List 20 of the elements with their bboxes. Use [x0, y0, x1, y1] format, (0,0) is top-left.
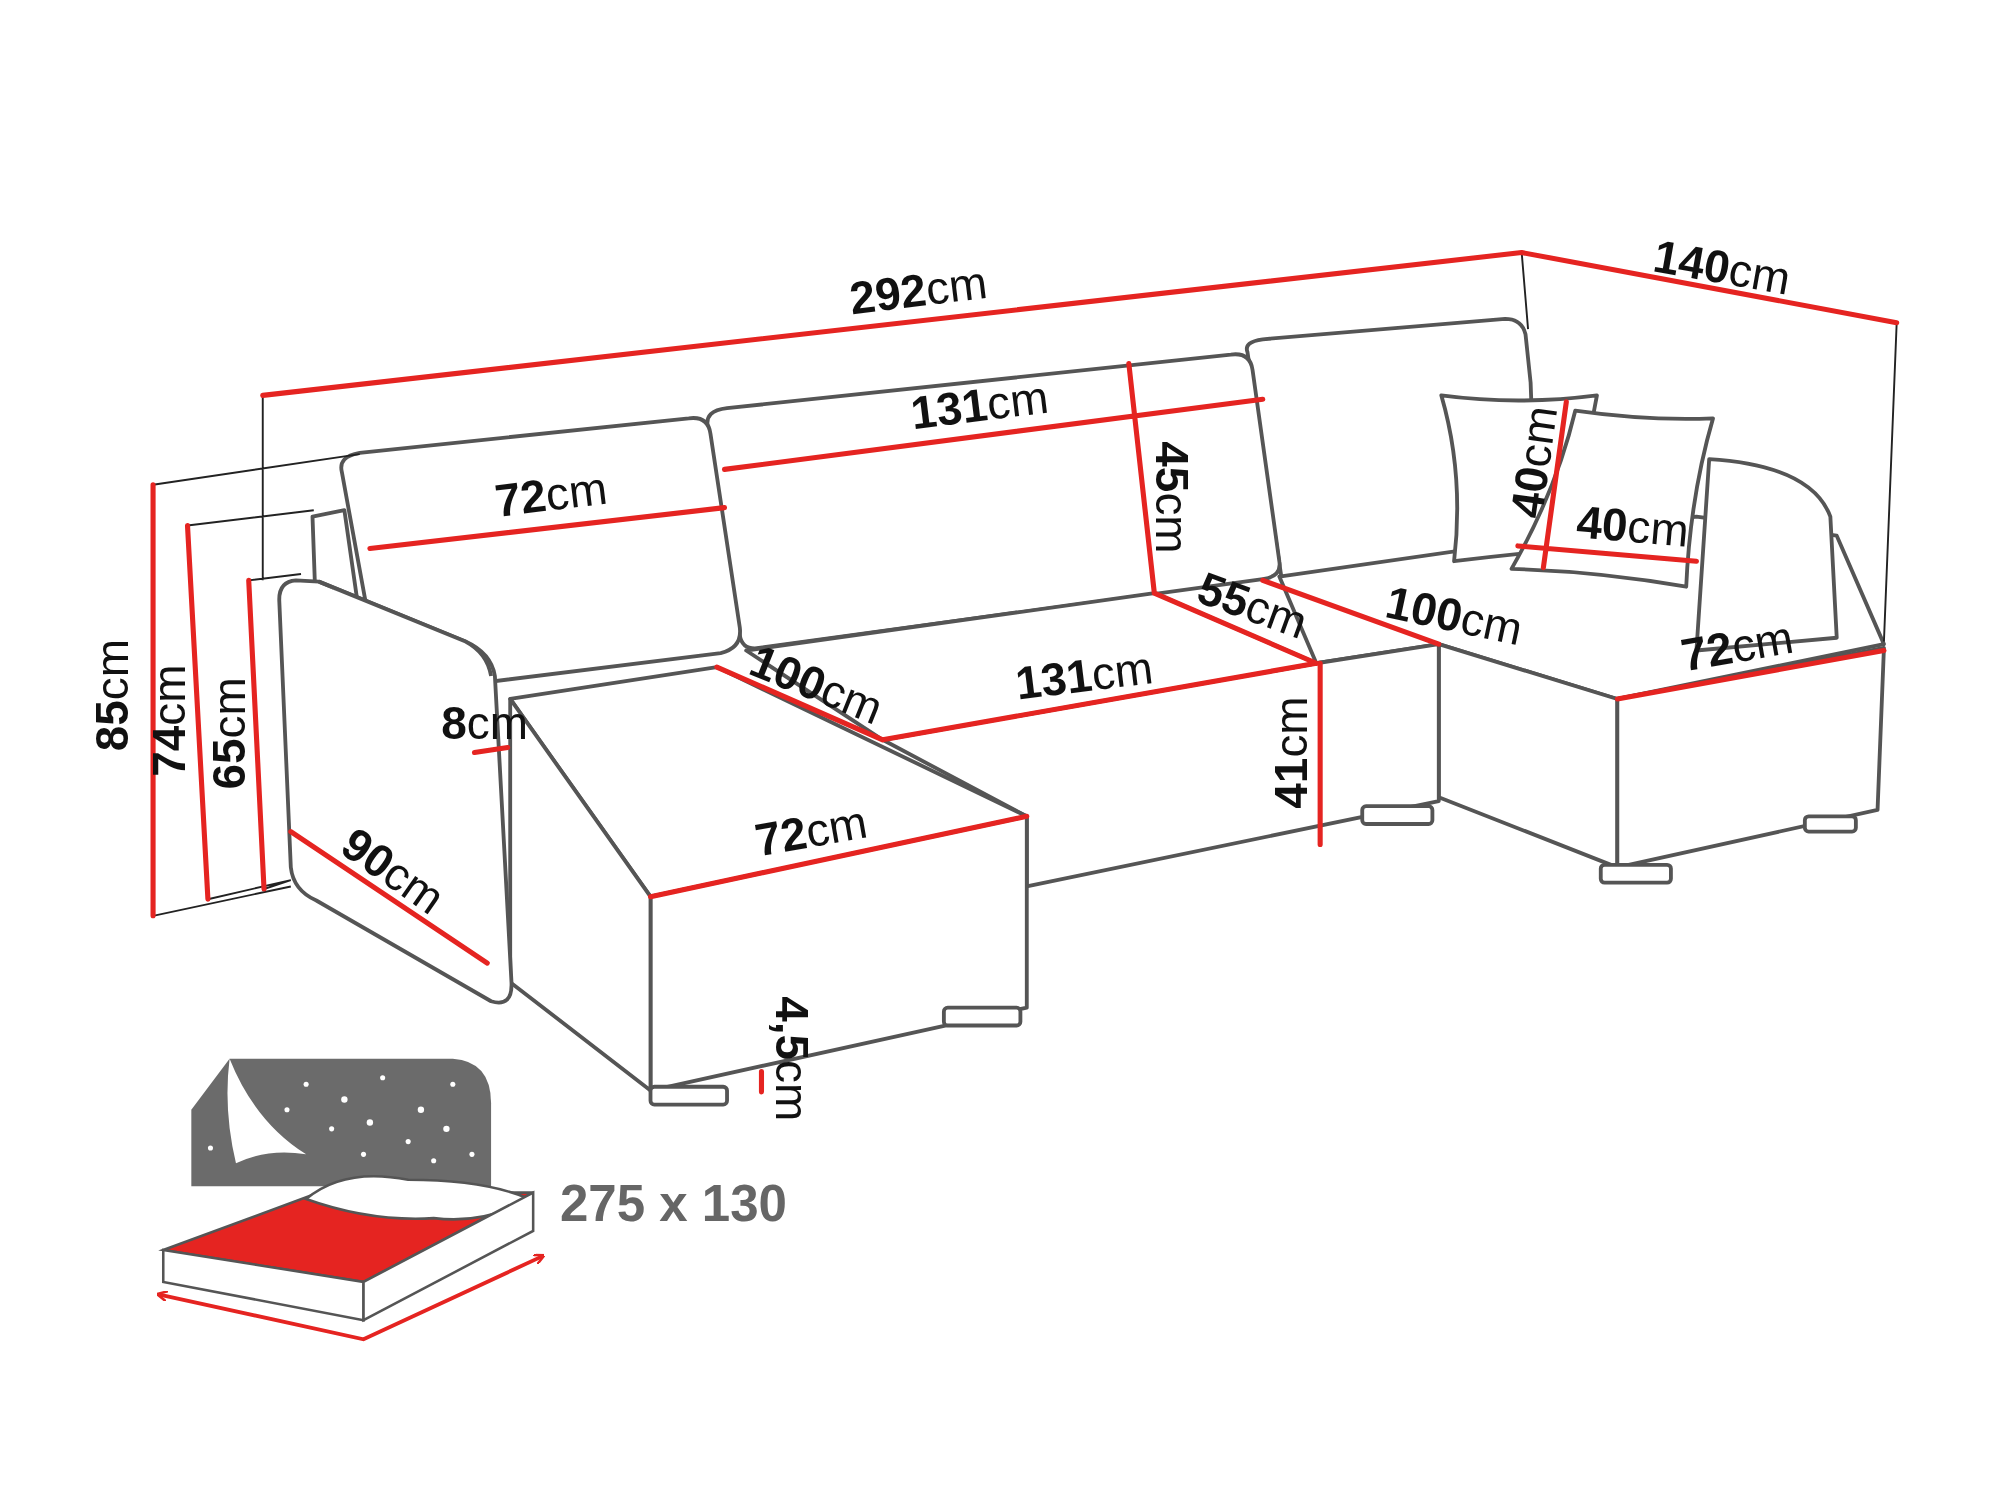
dimension-label: 45cm	[1147, 441, 1194, 554]
dimension-label: 65cm	[206, 677, 253, 790]
dimension-label: 55cm	[1191, 565, 1314, 647]
dimension-label: 85cm	[89, 639, 136, 752]
dimension-label: 4,5cm	[767, 996, 814, 1122]
dimension-label: 100cm	[743, 637, 889, 733]
dimension-label: 131cm	[1012, 644, 1156, 708]
dimension-label: 41cm	[1269, 696, 1316, 809]
dimension-label: 100cm	[1381, 579, 1527, 653]
bed-size-label: 275 x 130	[560, 1177, 787, 1229]
dimension-label: 140cm	[1650, 233, 1794, 303]
dimension-label: 72cm	[1677, 614, 1797, 680]
dimension-label: 90cm	[333, 820, 452, 923]
dimension-label: 72cm	[492, 465, 610, 525]
dimension-label: 40cm	[1574, 499, 1691, 555]
dimension-label: 131cm	[908, 374, 1051, 437]
dimension-label: 292cm	[847, 259, 990, 322]
dimension-label: 72cm	[751, 799, 871, 864]
dimension-label: 40cm	[1503, 402, 1565, 521]
dimension-label: 74cm	[146, 664, 193, 777]
